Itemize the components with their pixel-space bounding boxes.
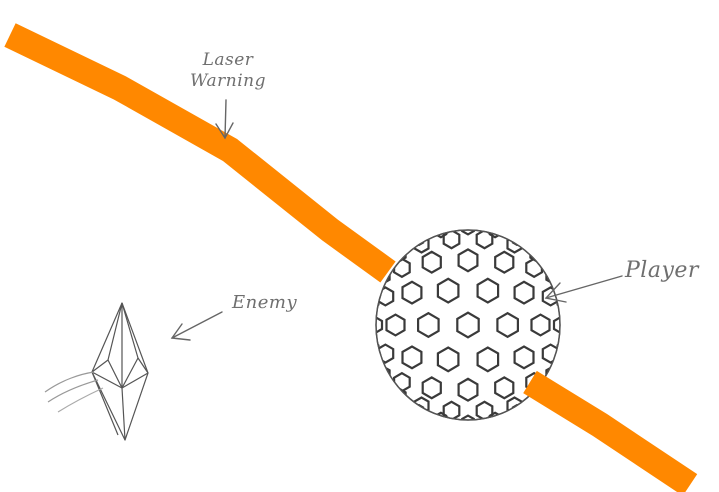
ball-hex-cell [546,270,558,283]
enemy-crystal [45,303,148,440]
ball-hex-cell [366,320,374,330]
laser-warning-label: Laser Warning [190,50,266,92]
laser-label-line2: Warning [190,71,266,92]
enemy-arrow-icon [172,312,222,340]
ball-hex-cell [368,342,379,354]
ball-hex-cell [562,320,570,330]
ball-hex-cell [368,295,379,307]
ball-hex-cell [395,389,406,401]
ball-hex-cell [378,367,390,380]
enemy-label: Enemy [232,292,297,313]
player-arrow-icon [546,276,622,302]
ball-hex-cell [558,342,569,354]
laser-label-line1: Laser [190,50,266,71]
player-label: Player [625,258,699,283]
laser-beam-lower [530,382,690,485]
